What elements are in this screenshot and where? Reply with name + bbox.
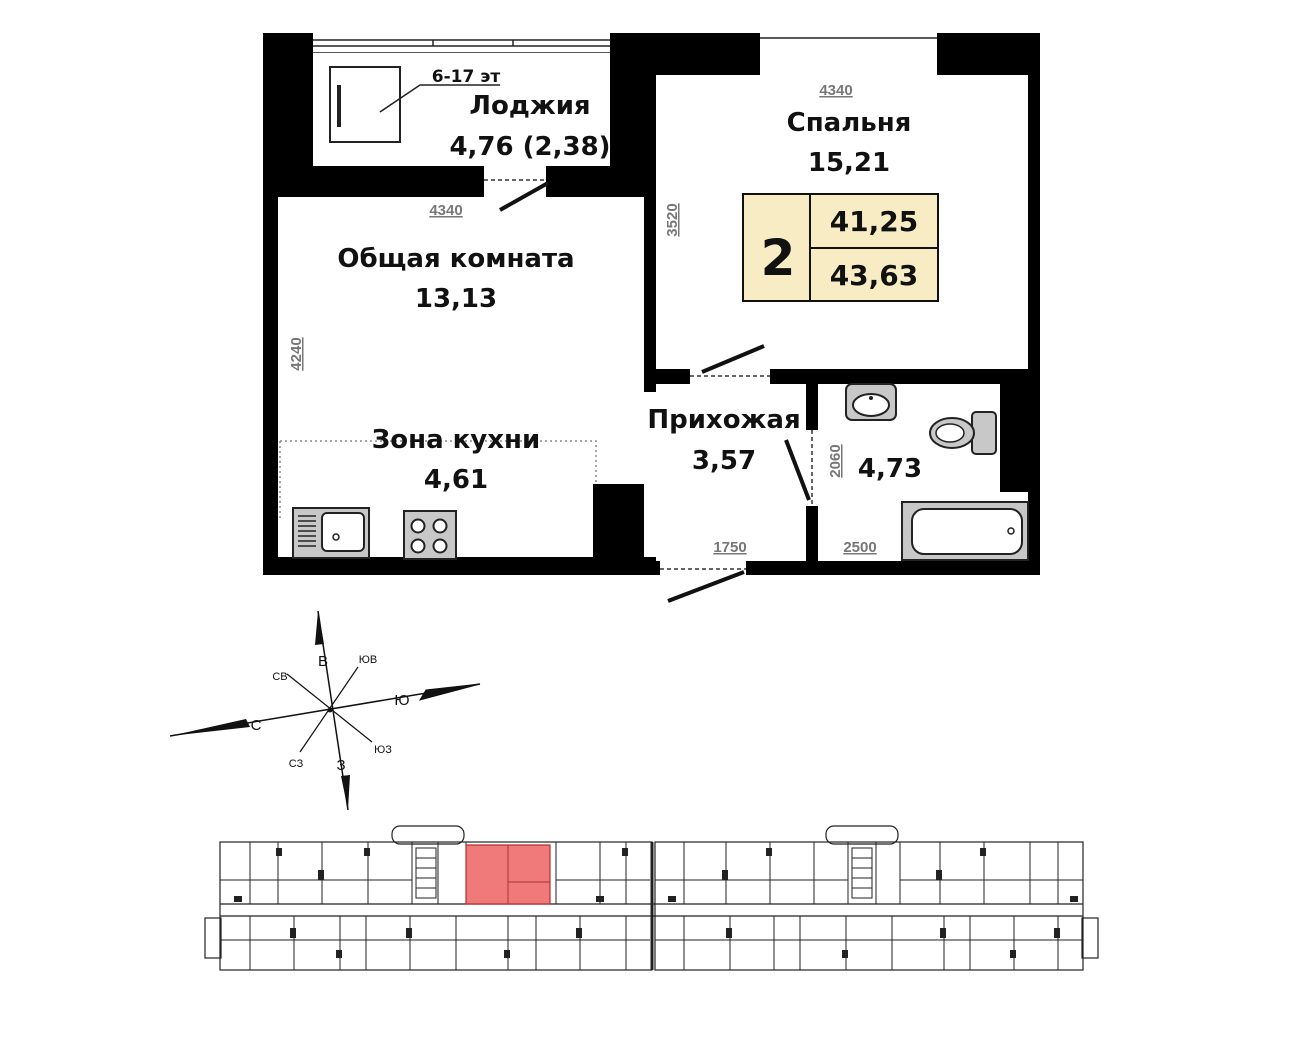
compass-ne: СВ	[272, 671, 287, 683]
loggia-area: 4,76 (2,38)	[449, 132, 610, 162]
bedroom-area: 15,21	[808, 148, 890, 178]
dim-bedroom-depth: 3520	[664, 203, 681, 236]
compass-rose: С Ю В З СВ ЮВ СЗ ЮЗ	[169, 610, 481, 811]
loggia-name: Лоджия	[469, 91, 590, 121]
dim-bedroom-width: 4340	[819, 82, 852, 99]
dim-living-depth: 4240	[288, 337, 305, 370]
washbasin-icon	[845, 383, 897, 421]
area-summary-box: 2 41,25 43,63	[742, 193, 939, 302]
living-area-total: 41,25	[830, 205, 919, 238]
compass-nw: СЗ	[289, 758, 304, 770]
kitchen-name: Зона кухни	[372, 425, 540, 455]
compass-se: ЮВ	[359, 654, 377, 666]
living-area: 13,13	[415, 284, 497, 314]
bath-area: 4,73	[858, 454, 922, 484]
kitchen-sink-icon	[292, 507, 370, 559]
apartment-plan: 6-17 эт Лоджия 4,76 (2,38) Спальня 15,21…	[263, 33, 1040, 603]
compass-s: Ю	[394, 692, 409, 709]
compass-n: С	[251, 717, 262, 734]
dim-loggia-width: 4340	[429, 202, 462, 219]
hall-room	[656, 384, 806, 561]
building-key-plan	[204, 825, 1099, 971]
loggia-cabinet-icon	[329, 66, 500, 143]
north-arrow-icon	[170, 719, 250, 736]
compass-e: В	[318, 653, 328, 670]
living-name: Общая комната	[337, 244, 574, 274]
living-room	[278, 197, 644, 557]
hall-area: 3,57	[692, 446, 756, 476]
floor-note: 6-17 эт	[432, 67, 501, 87]
compass-w: З	[336, 757, 345, 774]
compass-sw: ЮЗ	[374, 744, 392, 756]
dim-hall-width: 1750	[713, 539, 746, 556]
dim-bath-width: 2500	[843, 539, 876, 556]
dim-bath-depth: 2060	[827, 444, 844, 477]
bathtub-icon	[901, 501, 1029, 561]
stove-icon	[403, 510, 457, 560]
hall-name: Прихожая	[647, 405, 800, 435]
kitchen-area: 4,61	[424, 465, 488, 495]
rooms-count: 2	[761, 229, 796, 287]
bedroom-name: Спальня	[787, 108, 912, 138]
total-area: 43,63	[830, 259, 919, 292]
toilet-icon	[929, 411, 997, 455]
